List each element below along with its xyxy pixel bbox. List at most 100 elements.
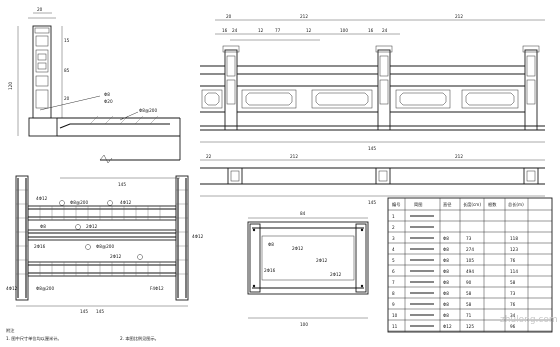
section-dim-a: 15 [64, 38, 70, 43]
table-cell: 76 [510, 302, 516, 307]
rebar-section-label-5: 2Φ12 [330, 272, 342, 277]
table-cell: Φ8 [443, 258, 449, 263]
table-header-count: 根数 [488, 201, 497, 208]
plan-top-dim-3: 212 [455, 154, 463, 159]
section-top-dim: 20 [37, 7, 43, 12]
rebar-elev-bottom-dim-2: 145 [96, 309, 104, 314]
rebar-section-label-4: 2Φ16 [264, 268, 276, 273]
section-height-dim: 120 [8, 82, 13, 90]
elev-bottom-dim: 145 [368, 146, 376, 151]
rebar-section-view: 84 Φ8 2Φ12 2Φ12 2Φ16 2Φ12 100 [247, 211, 369, 327]
elev-second-dim-1: 16 [222, 28, 228, 33]
table-cell: 10 [392, 313, 398, 318]
section-bottom-dim: 145 [118, 182, 126, 187]
table-cell: 73 [510, 291, 516, 296]
table-cell: Φ8 [443, 302, 449, 307]
table-cell: 96 [510, 324, 516, 329]
rebar-elevation-view: 4Φ12 Φ8@200 4Φ12 Φ8 2Φ12 2Φ16 Φ8@200 4Φ1… [6, 175, 204, 314]
plan-top-dim-1: 22 [206, 154, 212, 159]
rebar-elev-label-4: Φ8 [40, 224, 46, 229]
elev-second-dim-8: 24 [382, 28, 388, 33]
rebar-elev-label-7: Φ8@200 [96, 244, 114, 249]
elev-second-dim-3: 12 [258, 28, 264, 33]
table-cell: Φ8 [443, 269, 449, 274]
table-cell: Φ8 [443, 313, 449, 318]
plan-bottom-dim: 145 [368, 200, 376, 205]
table-header-sketch: 简图 [414, 201, 422, 208]
table-cell: Φ8 [443, 247, 449, 252]
table-cell: 3 [392, 236, 395, 241]
table-cell: 76 [510, 258, 516, 263]
drawing-notes: 附注 1. 图中尺寸单位均以厘米计。 2. 本图比例见图示。 [6, 327, 159, 342]
table-cell: 58 [510, 280, 516, 285]
table-cell: 11 [392, 324, 398, 329]
rebar-section-label-3: 2Φ12 [316, 258, 328, 263]
table-header-length: 长度(cm) [463, 201, 481, 208]
table-cell: 118 [510, 236, 518, 241]
table-cell: 105 [466, 258, 474, 263]
rebar-elev-label-3: 4Φ12 [120, 200, 132, 205]
elev-top-dim-1: 20 [226, 14, 232, 19]
table-cell: 6 [392, 269, 395, 274]
table-cell: 7 [392, 280, 395, 285]
table-cell: 114 [510, 269, 518, 274]
rebar-section-top-dim: 84 [300, 211, 306, 216]
table-cell: 71 [466, 313, 472, 318]
table-header-no: 编号 [392, 201, 400, 208]
railing-section-view: 20 120 15 85 20 [8, 7, 181, 187]
table-cell: 58 [466, 302, 472, 307]
section-dim-c: 20 [64, 96, 70, 101]
railing-plan-view: 22 212 212 145 [200, 154, 545, 205]
table-cell: 4 [392, 247, 395, 252]
table-cell: 125 [466, 324, 474, 329]
rebar-section-bottom-dim: 100 [300, 322, 308, 327]
elev-top-dim-2: 212 [300, 14, 308, 19]
table-cell: 5 [392, 258, 395, 263]
table-cell: 90 [466, 280, 472, 285]
table-header-total: 总长(m) [508, 201, 524, 208]
table-cell: 8 [392, 291, 395, 296]
elev-second-dim-7: 16 [368, 28, 374, 33]
notes-line-2: 2. 本图比例见图示。 [120, 335, 159, 342]
section-bar-label-3: Φ8@200 [139, 108, 157, 113]
table-cell: 34 [510, 313, 516, 318]
notes-title: 附注 [6, 327, 15, 334]
elev-top-dim-3: 212 [455, 14, 463, 19]
table-cell: 274 [466, 247, 474, 252]
table-cell: Φ8 [443, 280, 449, 285]
rebar-elev-label-6: 2Φ16 [34, 244, 46, 249]
elev-second-dim-4: 77 [275, 28, 281, 33]
section-bar-label-2: Φ20 [104, 99, 113, 104]
notes-line-1: 1. 图中尺寸单位均以厘米计。 [6, 335, 62, 342]
elev-second-dim-5: 12 [306, 28, 312, 33]
section-dim-b: 85 [64, 68, 70, 73]
section-bar-label-1: Φ8 [104, 92, 110, 97]
elev-second-dim-2: 24 [232, 28, 238, 33]
table-cell: 9 [392, 302, 395, 307]
rebar-elev-label-11: Φ8@200 [36, 286, 54, 291]
table-cell: 494 [466, 269, 474, 274]
rebar-elev-label-10: 4Φ12 [6, 286, 18, 291]
elev-second-dim-6: 100 [340, 28, 348, 33]
table-cell: 1 [392, 214, 395, 219]
table-cell: 123 [510, 247, 518, 252]
rebar-section-label-1: Φ8 [268, 242, 274, 247]
rebar-elev-label-12: F4Φ12 [150, 286, 164, 291]
railing-elevation-view: 20 212 212 16 24 12 77 12 100 16 24 [200, 14, 545, 151]
table-header-diameter: 直径 [443, 201, 451, 207]
table-cell: Φ8 [443, 236, 449, 241]
rebar-elev-bottom-dim-1: 145 [80, 309, 88, 314]
rebar-elev-label-2: Φ8@200 [70, 200, 88, 205]
table-cell: 73 [466, 236, 472, 241]
plan-top-dim-2: 212 [290, 154, 298, 159]
rebar-elev-label-9: 2Φ12 [110, 254, 122, 259]
table-cell: 58 [466, 291, 472, 296]
rebar-elev-label-1: 4Φ12 [36, 196, 48, 201]
rebar-section-label-2: 2Φ12 [292, 246, 304, 251]
table-cell: Φ8 [443, 291, 449, 296]
table-cell: 2 [392, 225, 395, 230]
table-cell: Φ12 [443, 324, 452, 329]
